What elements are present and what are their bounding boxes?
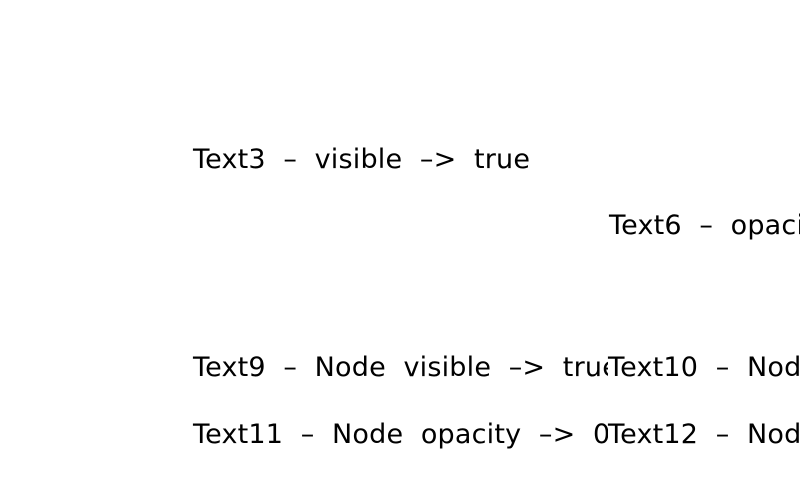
text-label-text6: Text6 – opacity: [609, 210, 800, 241]
text-label-text12: Text12 – Node: [608, 421, 800, 448]
text-label-text3: Text3 – visible –> true: [193, 144, 531, 175]
text-label-text9: Text9 – Node visible –> true: [193, 352, 620, 383]
text-label-text11: Text11 – Node opacity –> 0: [193, 419, 611, 450]
text-label-text10: Text10 – Node: [608, 354, 800, 381]
